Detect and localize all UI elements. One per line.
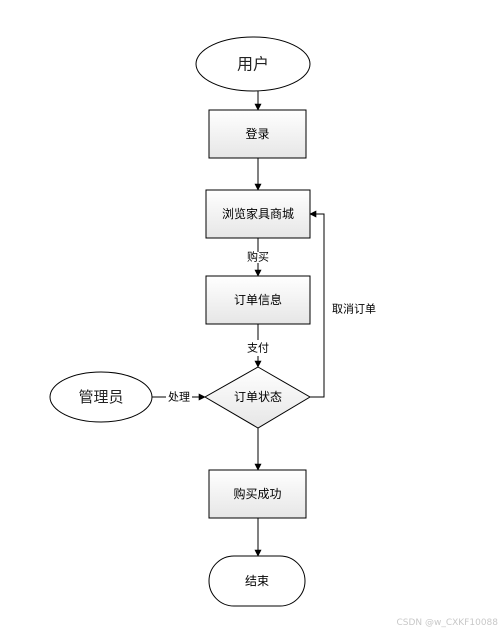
node-admin: 管理员 bbox=[49, 371, 153, 423]
edge-label-process: 处理 bbox=[168, 391, 190, 404]
connectors bbox=[152, 90, 325, 557]
node-purchase-success-label: 购买成功 bbox=[233, 486, 281, 501]
watermark: CSDN @w_CXKF10088 bbox=[396, 618, 498, 628]
edge-label-cancel: 取消订单 bbox=[332, 302, 376, 316]
node-user: 用户 bbox=[195, 36, 311, 92]
node-browse-label: 浏览家具商城 bbox=[222, 206, 294, 221]
node-order-info-label: 订单信息 bbox=[234, 292, 282, 307]
node-user-label: 用户 bbox=[237, 55, 269, 74]
node-purchase-success: 购买成功 bbox=[208, 469, 307, 519]
node-admin-label: 管理员 bbox=[78, 388, 123, 406]
node-order-status: 订单状态 bbox=[203, 366, 311, 429]
edge-label-buy: 购买 bbox=[247, 250, 269, 264]
edge-label-pay: 支付 bbox=[247, 342, 269, 355]
node-login: 登录 bbox=[208, 109, 307, 159]
node-order-status-label: 订单状态 bbox=[234, 390, 282, 404]
node-order-info: 订单信息 bbox=[205, 275, 311, 325]
node-end: 结束 bbox=[208, 555, 306, 607]
edge-cancel-loop bbox=[309, 210, 325, 398]
node-login-label: 登录 bbox=[245, 126, 269, 141]
node-browse: 浏览家具商城 bbox=[205, 189, 311, 239]
node-end-label: 结束 bbox=[245, 574, 269, 588]
